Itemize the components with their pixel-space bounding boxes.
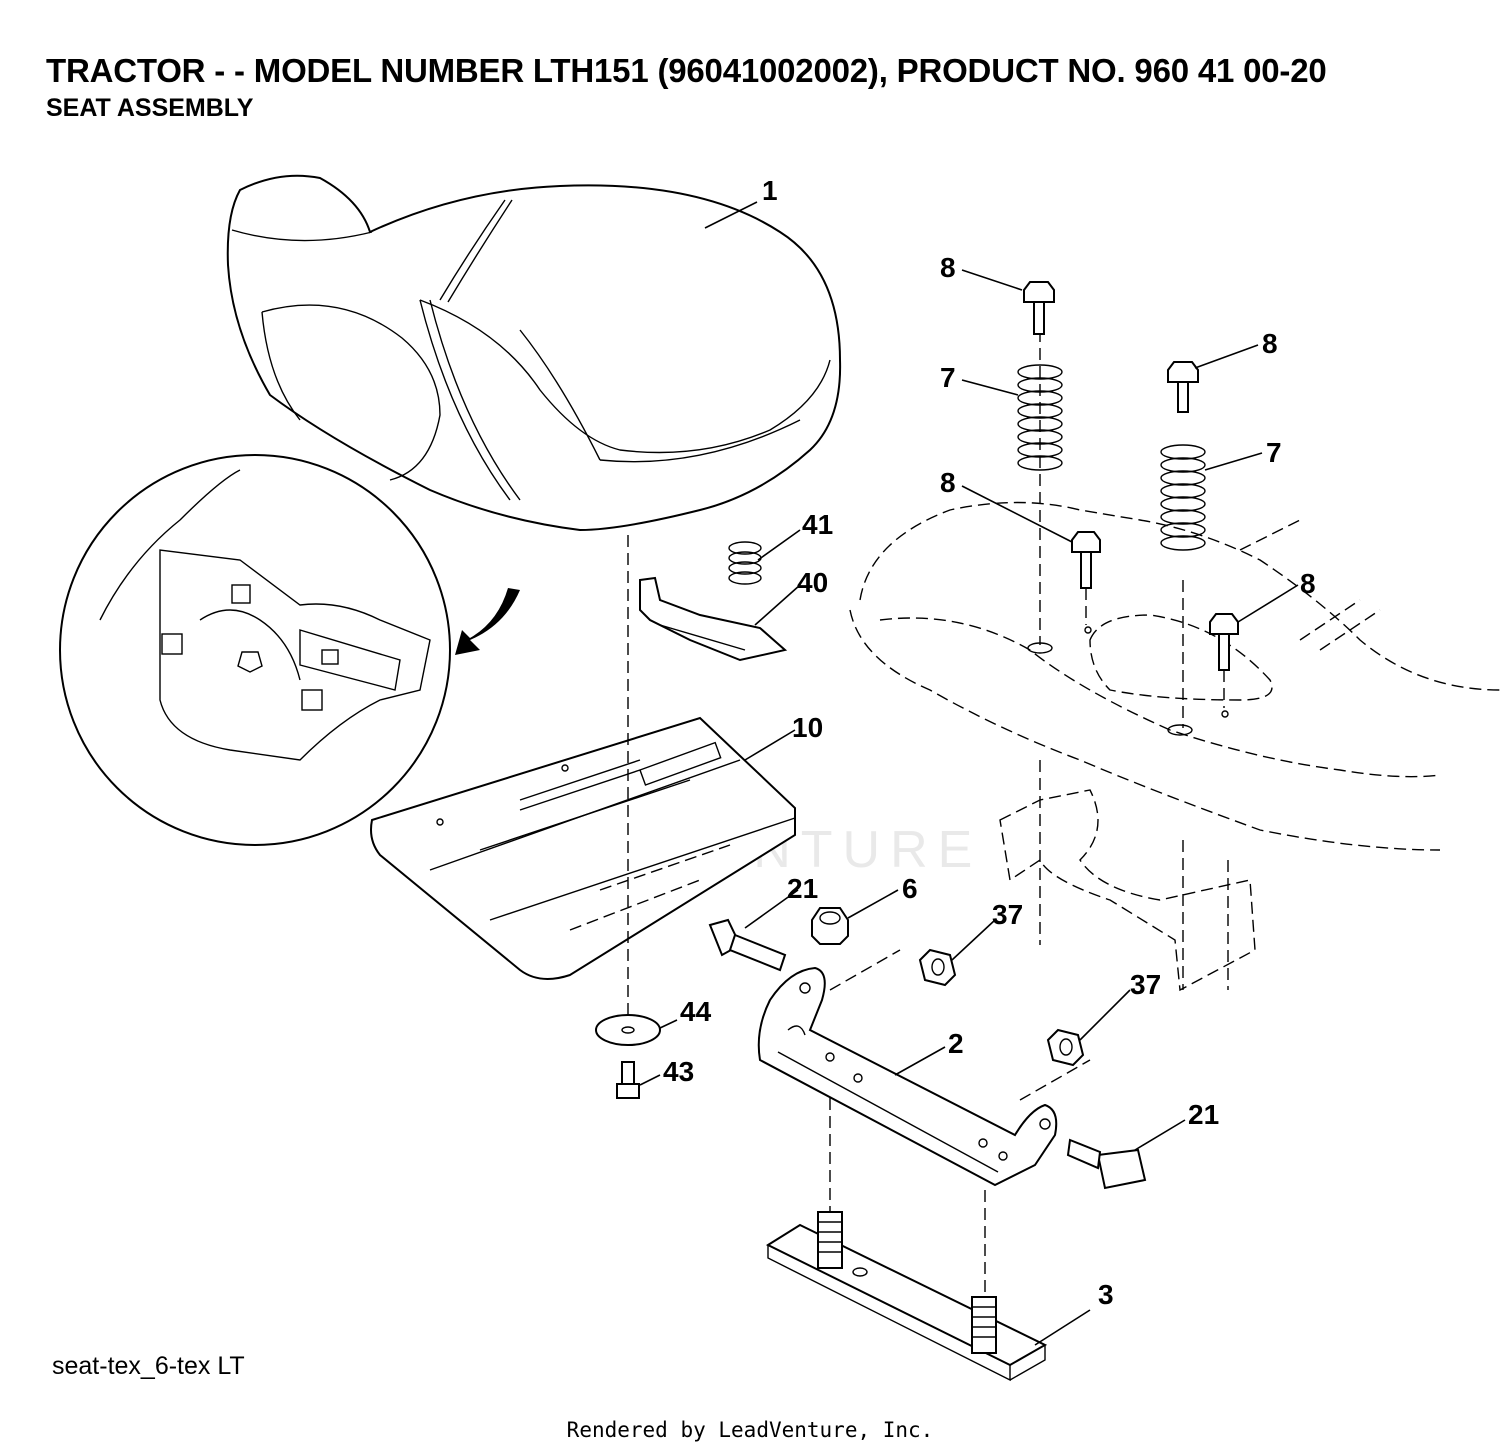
spring-41-illustration	[728, 541, 762, 585]
callout-nut-37-upper: 37	[992, 899, 1023, 930]
nut-6-illustration	[811, 907, 849, 945]
seat-bracket-illustration	[757, 966, 1058, 1187]
spring-7-right-illustration	[1160, 444, 1206, 551]
callout-bolt-8-d: 8	[1300, 568, 1316, 599]
bolt-8-c-illustration	[1071, 531, 1101, 625]
bolt-21-lower-illustration	[1066, 1138, 1147, 1190]
callout-seat: 1	[762, 175, 778, 206]
seat-pan-illustration	[370, 716, 796, 980]
callout-slide-plate: 3	[1098, 1279, 1114, 1310]
callout-nut-6: 6	[902, 873, 918, 904]
detail-inset	[59, 454, 520, 846]
spring-7-left-illustration	[1017, 364, 1063, 471]
slide-plate-illustration	[765, 1211, 1048, 1382]
bolt-8-a-illustration	[1023, 281, 1055, 335]
page-subtitle: SEAT ASSEMBLY	[46, 94, 254, 122]
callout-washer-44: 44	[680, 996, 712, 1027]
callout-bolt-8-a: 8	[940, 252, 956, 283]
washer-44-illustration	[595, 1014, 661, 1046]
pan-slots	[569, 844, 731, 931]
figure-id: seat-tex_6-tex LT	[52, 1352, 245, 1380]
callout-bolt-8-c: 8	[940, 467, 956, 498]
assembly-axis-lines	[627, 330, 1229, 1295]
bolt-21-upper-illustration	[708, 918, 787, 972]
callout-spring-7-left: 7	[940, 362, 956, 393]
bolt-8-d-illustration	[1209, 613, 1239, 708]
bolt-8-b-illustration	[1167, 361, 1199, 413]
nut-37-lower-illustration	[1046, 1028, 1085, 1067]
callout-seat-pan: 10	[792, 712, 823, 743]
callout-labels: 1 8 7 8 7 8 8 41 40 10 21 6 37 37 2 21 3…	[663, 175, 1316, 1310]
arrow-icon	[455, 588, 520, 655]
footer-credit: Rendered by LeadVenture, Inc.	[566, 1418, 934, 1442]
callout-nut-37-lower: 37	[1130, 969, 1161, 1000]
callout-screw-43: 43	[663, 1056, 694, 1087]
callout-bolt-8-b: 8	[1262, 328, 1278, 359]
tractor-frame-outline	[849, 501, 1500, 992]
callout-spring-41: 41	[802, 509, 833, 540]
screw-43-illustration	[616, 1061, 640, 1099]
nut-37-upper-illustration	[918, 948, 957, 987]
leader-lines	[639, 201, 1299, 1346]
callout-seat-bracket: 2	[948, 1028, 964, 1059]
seat-illustration	[226, 174, 842, 532]
callout-bolt-21-lower: 21	[1188, 1099, 1219, 1130]
page-title: TRACTOR - - MODEL NUMBER LTH151 (9604100…	[46, 52, 1327, 89]
callout-bolt-21-upper: 21	[787, 873, 818, 904]
callout-spring-7-right: 7	[1266, 437, 1282, 468]
callout-latch-40: 40	[797, 567, 828, 598]
latch-40-illustration	[639, 576, 788, 662]
